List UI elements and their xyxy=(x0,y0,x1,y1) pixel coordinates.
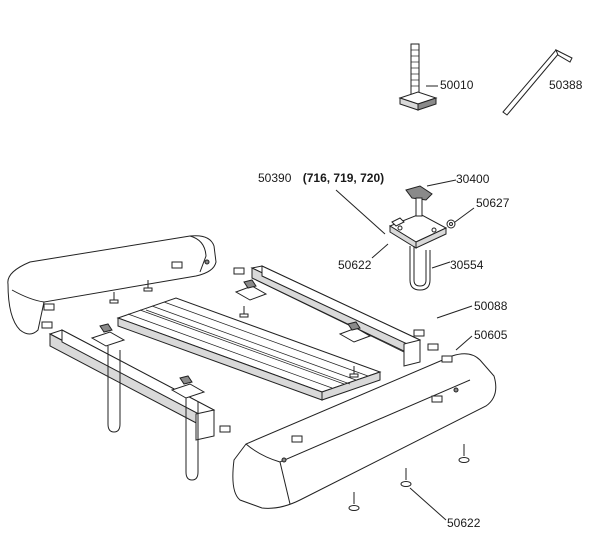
callout-clamp-assembly-number: 50390 xyxy=(258,171,292,185)
leader-50605 xyxy=(455,335,473,351)
hex-key-part xyxy=(502,48,573,116)
callout-knob: 30400 xyxy=(456,172,490,186)
floor-slats-part xyxy=(116,297,382,401)
leader-50627 xyxy=(454,207,475,223)
rail-clamps-part xyxy=(90,279,372,481)
callout-hex-key: 50388 xyxy=(549,78,583,92)
leader-30400 xyxy=(426,179,457,187)
back-rail-part xyxy=(250,265,422,367)
callout-clamp-assembly: 50390 (716, 719, 720) xyxy=(258,171,384,185)
leader-50088 xyxy=(436,305,473,319)
callout-washer-nut: 50627 xyxy=(476,196,510,210)
callout-u-bolt: 30554 xyxy=(450,258,484,272)
leader-50622-bottom xyxy=(409,487,447,521)
callout-end-cap-screw: 50605 xyxy=(474,328,508,342)
callout-foot-screw: 50622 xyxy=(447,516,481,530)
screws-part xyxy=(41,261,470,511)
t-nut-bolt-part xyxy=(398,43,438,111)
right-end-cap-part xyxy=(232,353,497,509)
callout-t-nut-bolt: 50010 xyxy=(440,78,474,92)
callout-clamp-screw: 50622 xyxy=(338,258,372,272)
leader-50390 xyxy=(335,189,386,235)
callout-clamp-assembly-models: (716, 719, 720) xyxy=(302,171,385,185)
clamp-assembly-part xyxy=(388,185,456,291)
leader-50622-top xyxy=(371,243,389,259)
leader-30554 xyxy=(431,261,451,269)
left-end-cap-part xyxy=(7,235,217,335)
front-rail-part xyxy=(48,329,216,441)
callout-end-screw: 50088 xyxy=(474,299,508,313)
